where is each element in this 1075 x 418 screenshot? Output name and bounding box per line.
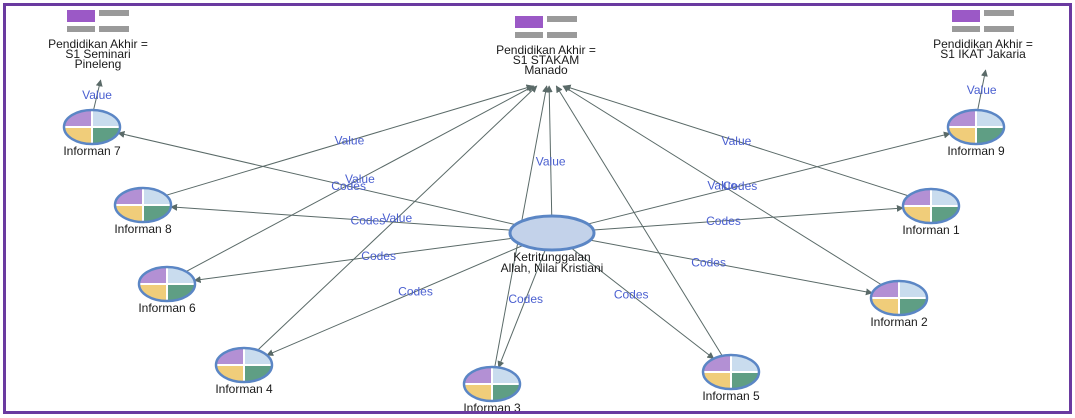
- edge-i8-dc: [165, 84, 534, 196]
- informan-9[interactable]: Informan 9: [946, 108, 1006, 158]
- informan-7[interactable]: Informan 7: [62, 108, 122, 158]
- edge-center-i8: [170, 203, 511, 231]
- document-label-line: S1 Seminari: [65, 47, 130, 61]
- edge-i9-d9: [977, 69, 988, 111]
- edge-i6-dc: [185, 85, 535, 272]
- informant-label: Informan 4: [215, 382, 273, 396]
- edge-label-i8-dc: Value: [334, 134, 364, 148]
- informan-6[interactable]: Informan 6: [137, 265, 197, 315]
- informant-label: Informan 7: [63, 144, 121, 158]
- center-label-line: Ketritunggalan: [513, 250, 590, 264]
- edge-i7-d7: [93, 79, 103, 111]
- nodes-layer: Pendidikan Akhir =S1 SeminariPinelengPen…: [48, 10, 1033, 415]
- document-label-line: Manado: [524, 63, 568, 77]
- edge-label-i1-dc: Value: [721, 134, 751, 148]
- edge-label-center-i8: Codes: [351, 213, 386, 227]
- informant-pie-icon: [462, 365, 522, 403]
- edge-center-i1: [593, 204, 904, 231]
- informant-label: Informan 2: [870, 315, 928, 329]
- document-label-line: Pineleng: [75, 57, 122, 71]
- edge-center-i9: [587, 131, 951, 225]
- edge-label-i2-dc: Value: [707, 178, 737, 192]
- edge-label-center-i1: Codes: [706, 214, 741, 228]
- edge-center-i6: [193, 237, 513, 284]
- informan-1[interactable]: Informan 1: [901, 187, 961, 237]
- edge-center-i4: [266, 244, 524, 356]
- edge-center-dc: [545, 85, 553, 217]
- informant-pie-icon: [137, 265, 197, 303]
- informan-2[interactable]: Informan 2: [869, 279, 929, 329]
- document-ikat-jakarta[interactable]: Pendidikan Akhir =S1 IKAT Jakaria: [933, 10, 1033, 61]
- edge-center-i5: [571, 247, 715, 360]
- edge-label-center-i9: Codes: [723, 179, 758, 193]
- document-label-line: Pendidikan Akhir =: [496, 43, 596, 57]
- edge-label-i6-dc: Value: [345, 172, 375, 186]
- informant-pie-icon: [62, 108, 122, 146]
- informant-label: Informan 5: [702, 389, 760, 403]
- document-label-line: S1 STAKAM: [513, 53, 579, 67]
- document-icon: [67, 10, 129, 32]
- informan-8[interactable]: Informan 8: [113, 186, 173, 236]
- informant-pie-icon: [701, 353, 761, 391]
- document-icon: [952, 10, 1014, 32]
- edge-i4-dc: [257, 85, 538, 351]
- document-label-line: S1 IKAT Jakaria: [940, 47, 1026, 61]
- edge-label-center-i4: Codes: [398, 284, 433, 298]
- informan-3[interactable]: Informan 3: [462, 365, 522, 415]
- edge-i5-dc: [555, 85, 723, 357]
- edge-label-center-i5: Codes: [614, 287, 649, 301]
- edge-i1-dc: [563, 84, 909, 197]
- informant-pie-icon: [113, 186, 173, 224]
- edge-center-i3: [497, 249, 546, 369]
- informan-4[interactable]: Informan 4: [214, 346, 274, 396]
- edge-label-center-i7: Codes: [331, 179, 366, 193]
- edge-label-i7-d7: Value: [82, 88, 112, 102]
- informan-5[interactable]: Informan 5: [701, 353, 761, 403]
- edge-label-i9-d9: Value: [967, 83, 997, 97]
- document-label-line: Pendidikan Akhir =: [48, 37, 148, 51]
- informant-pie-icon: [869, 279, 929, 317]
- informant-label: Informan 1: [902, 223, 960, 237]
- informant-pie-icon: [946, 108, 1006, 146]
- edge-label-i4-dc: Value: [382, 211, 412, 225]
- edge-label-center-dc: Value: [536, 154, 566, 168]
- document-label-line: Pendidikan Akhir =: [933, 37, 1033, 51]
- edge-center-i2: [590, 239, 873, 296]
- edge-label-center-i6: Codes: [361, 249, 396, 263]
- center-label-line: Allah, Nilai Kristiani: [501, 261, 604, 275]
- code-ellipse-icon: [508, 214, 596, 252]
- edge-label-center-i2: Codes: [691, 255, 726, 269]
- informant-label: Informan 8: [114, 222, 172, 236]
- document-icon: [515, 16, 577, 38]
- edge-i2-dc: [562, 85, 882, 286]
- informant-pie-icon: [901, 187, 961, 225]
- informant-pie-icon: [214, 346, 274, 384]
- edges-layer: [93, 69, 988, 369]
- informant-label: Informan 6: [138, 301, 196, 315]
- informant-label: Informan 3: [463, 401, 521, 411]
- edge-label-center-i3: Codes: [508, 292, 543, 306]
- informant-label: Informan 9: [947, 144, 1005, 158]
- edge-center-i7: [117, 131, 516, 226]
